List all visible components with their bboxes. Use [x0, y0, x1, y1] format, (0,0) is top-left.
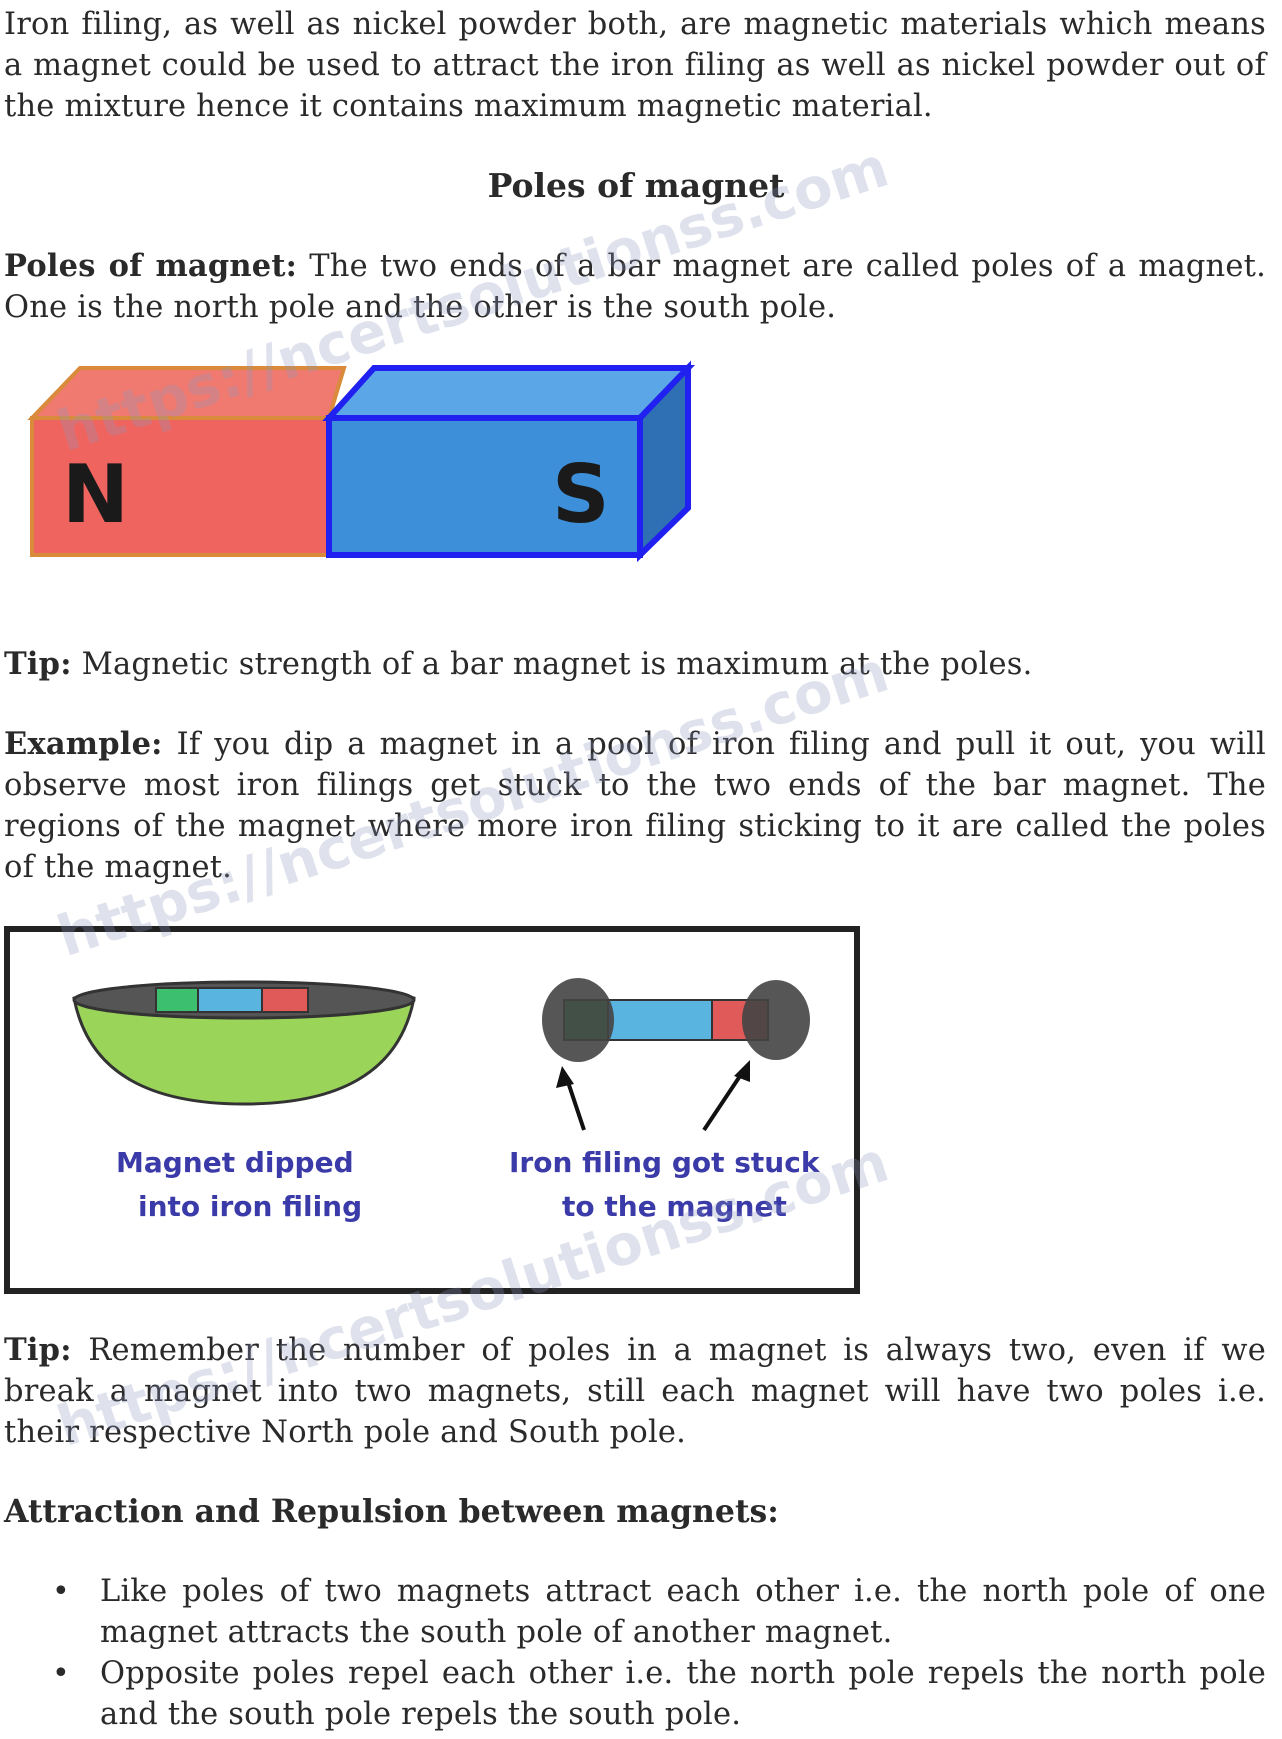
arrow-right [702, 1068, 746, 1132]
poles-definition-label: Poles of magnet: [4, 248, 298, 284]
bar-magnet-figure: N S [27, 360, 696, 563]
dipped-magnet-red [261, 987, 309, 1013]
list-item-text: Opposite poles repel each other i.e. the… [100, 1656, 1266, 1732]
poles-definition-paragraph: Poles of magnet: The two ends of a bar m… [4, 246, 1266, 328]
attraction-repulsion-heading: Attraction and Repulsion between magnets… [4, 1493, 779, 1530]
tip-strength-text: Magnetic strength of a bar magnet is max… [71, 647, 1033, 682]
tip-poles-paragraph: Tip: Remember the number of poles in a m… [4, 1330, 1266, 1453]
north-top-face [27, 366, 347, 420]
filings-right-end [742, 980, 810, 1060]
list-item-text: Like poles of two magnets attract each o… [100, 1574, 1266, 1650]
example-label: Example: [4, 726, 163, 762]
bullet-dot: • [52, 1574, 70, 1609]
list-item: • Opposite poles repel each other i.e. th… [0, 1653, 1266, 1735]
lifted-magnet-blue [607, 999, 713, 1041]
right-caption-line2: to the magnet [562, 1190, 787, 1223]
tip-strength-label: Tip: [4, 646, 72, 682]
south-top-face [322, 365, 696, 421]
intro-paragraph: Iron filing, as well as nickel powder bo… [4, 7, 1266, 124]
tip-strength-paragraph: Tip: Magnetic strength of a bar magnet i… [4, 644, 1266, 685]
attraction-repulsion-list: • Like poles of two magnets attract each … [0, 1571, 1266, 1735]
left-caption-line2: into iron filing [138, 1190, 362, 1223]
north-front-face [30, 416, 331, 557]
example-text: If you dip a magnet in a pool of iron fi… [4, 727, 1266, 885]
arrow-left-head [556, 1066, 574, 1088]
poles-definition-text: The two ends of a bar magnet are called … [4, 249, 1266, 325]
tip-poles-text: Remember the number of poles in a magnet… [4, 1333, 1266, 1450]
arrow-right-head [734, 1060, 750, 1082]
iron-filing-figure: Magnet dipped into iron filing Iron fili… [4, 926, 860, 1294]
right-caption-line1: Iron filing got stuck [509, 1146, 821, 1179]
south-side-face [637, 360, 691, 563]
section-heading: Poles of magnet [487, 166, 785, 205]
tip-poles-label: Tip: [4, 1332, 72, 1368]
filings-left-end [542, 978, 614, 1062]
list-item: • Like poles of two magnets attract each … [0, 1571, 1266, 1653]
dipped-magnet-blue [197, 987, 263, 1013]
example-paragraph: Example: If you dip a magnet in a pool o… [4, 724, 1266, 888]
south-pole-label: S [552, 448, 610, 541]
dipped-magnet-green [155, 987, 199, 1013]
north-pole-label: N [62, 448, 129, 541]
left-caption-line1: Magnet dipped [116, 1146, 354, 1179]
bullet-dot: • [52, 1656, 70, 1691]
figure-frame [4, 926, 860, 1294]
